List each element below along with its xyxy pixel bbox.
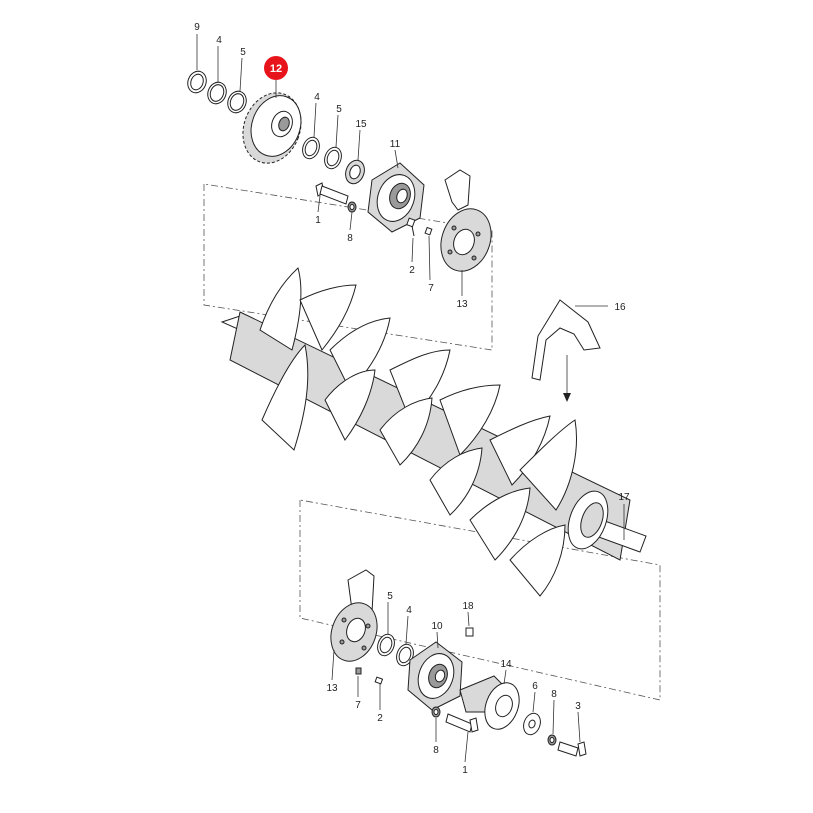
callout-1-upper: 1 bbox=[315, 215, 321, 226]
deflector-16 bbox=[531, 299, 601, 402]
callout-13-lower: 13 bbox=[326, 683, 338, 694]
leader-lines bbox=[196, 34, 625, 763]
callout-11: 11 bbox=[390, 139, 401, 150]
grease-nipple-18 bbox=[465, 627, 474, 637]
ring-4-mid bbox=[302, 136, 320, 160]
callout-15: 15 bbox=[355, 119, 367, 130]
bolt-1-lower bbox=[445, 713, 479, 733]
ring-4-upper bbox=[207, 81, 227, 105]
callout-13-upper: 13 bbox=[456, 299, 468, 310]
nut-8-lower-right bbox=[547, 734, 557, 746]
rotor-tines bbox=[259, 267, 577, 597]
shield-plate-13-upper bbox=[440, 169, 492, 272]
bolt-3 bbox=[557, 741, 587, 757]
callout-5-mid: 5 bbox=[336, 104, 342, 115]
callout-7-lower: 7 bbox=[355, 700, 361, 711]
ring-4-lower bbox=[396, 643, 414, 667]
nut-8-lower-left bbox=[431, 706, 441, 718]
callout-2-upper: 2 bbox=[409, 265, 415, 276]
callout-1-lower: 1 bbox=[462, 765, 468, 776]
screw-7-upper bbox=[424, 226, 433, 236]
assembly-boundary-upper bbox=[203, 183, 493, 351]
ring-5-mid bbox=[324, 146, 342, 170]
callout-6: 6 bbox=[532, 681, 538, 692]
callout-labels: 9 4 5 4 5 15 11 1 8 2 7 13 16 17 5 4 18 … bbox=[194, 22, 630, 776]
callout-14: 14 bbox=[500, 659, 512, 670]
callout-8-upper: 8 bbox=[347, 233, 353, 244]
hub-sprocket-14 bbox=[459, 675, 520, 730]
highlight-label: 12 bbox=[270, 63, 282, 75]
callout-2-lower: 2 bbox=[377, 713, 383, 724]
callout-8-lower-right: 8 bbox=[551, 689, 557, 700]
callout-3: 3 bbox=[575, 701, 581, 712]
callout-5-upper: 5 bbox=[240, 47, 246, 58]
callout-17: 17 bbox=[618, 492, 630, 503]
screw-2-upper bbox=[406, 217, 416, 237]
callout-4-upper: 4 bbox=[216, 35, 222, 46]
callout-10: 10 bbox=[431, 621, 443, 632]
screw-2-lower bbox=[374, 676, 384, 685]
ring-5-upper bbox=[227, 90, 247, 114]
callout-5-lower: 5 bbox=[387, 591, 393, 602]
bearing-flange-10 bbox=[407, 641, 463, 711]
seal-15 bbox=[345, 159, 365, 185]
screw-7-lower bbox=[355, 667, 362, 675]
highlight-badge[interactable] bbox=[264, 56, 288, 80]
callout-4-lower: 4 bbox=[406, 605, 412, 616]
washer-6 bbox=[523, 712, 541, 736]
bearing-flange-11 bbox=[367, 162, 425, 233]
callout-9: 9 bbox=[194, 22, 200, 33]
ring-5-lower bbox=[377, 633, 395, 657]
sprocket-12 bbox=[242, 92, 302, 164]
highlight-callout-12[interactable]: 12 bbox=[264, 56, 288, 80]
snap-ring-9 bbox=[187, 70, 207, 94]
bolt-1-upper bbox=[315, 182, 349, 205]
shield-plate-13-lower bbox=[330, 569, 378, 662]
callout-18: 18 bbox=[462, 601, 474, 612]
assembly-boundary-lower bbox=[299, 499, 661, 701]
rotor-end-disc bbox=[567, 490, 609, 550]
nut-8-upper bbox=[347, 201, 357, 213]
callout-4-mid: 4 bbox=[314, 92, 320, 103]
callout-8-lower-left: 8 bbox=[433, 745, 439, 756]
callout-16: 16 bbox=[614, 302, 626, 313]
callout-7-upper: 7 bbox=[428, 283, 434, 294]
